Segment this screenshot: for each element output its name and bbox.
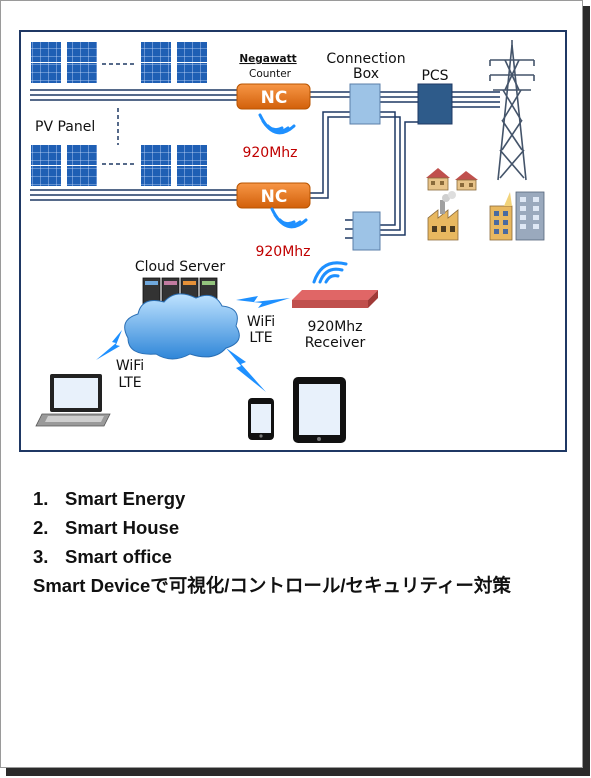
nc-top-label: NC <box>261 88 288 108</box>
solar-panel-icon <box>141 145 171 186</box>
solar-panel-icon <box>177 145 207 186</box>
wifi-label-left: WiFi <box>116 358 144 374</box>
cloud-server-icon <box>124 277 240 360</box>
wireless-wave-icon <box>270 207 308 229</box>
connection-box-top <box>349 83 381 125</box>
list-item-number: 3. <box>33 546 49 567</box>
page-shadow-right <box>583 6 590 774</box>
connection-box-bottom <box>352 211 381 251</box>
frequency-label-bottom: 920Mhz <box>255 244 310 260</box>
pv-panel-label: PV Panel <box>35 119 95 135</box>
smartphone-icon <box>248 398 274 440</box>
counter-label: Counter <box>249 68 292 80</box>
cloud-server-label: Cloud Server <box>135 259 226 275</box>
power-wiring <box>310 91 500 239</box>
page-shadow-bottom <box>6 768 590 776</box>
receiver-frequency-label: 920Mhz <box>307 319 362 335</box>
solar-panel-row-top <box>31 42 207 83</box>
smart-grid-diagram: NC NC Negawatt Counter Connection Box PC… <box>19 30 567 452</box>
solar-panel-icon <box>141 42 171 83</box>
box-label: Box <box>353 66 379 82</box>
list-item-text: Smart office <box>65 546 172 567</box>
solar-panel-icon <box>67 42 97 83</box>
list-item-text: Smart House <box>65 517 180 538</box>
tablet-icon <box>293 377 346 443</box>
list-item: 3. Smart office <box>33 542 573 571</box>
house-icon <box>455 171 478 191</box>
wireless-link-icon <box>96 296 290 392</box>
negawatt-counter-top: NC <box>236 83 311 110</box>
wireless-wave-icon <box>312 261 348 284</box>
transmission-tower-icon <box>489 40 535 181</box>
house-icon <box>426 168 450 191</box>
feature-list: 1. Smart Energy 2. Smart House 3. Smart off… <box>33 484 573 600</box>
connection-label: Connection <box>326 51 405 67</box>
negawatt-counter-bottom: NC <box>236 182 311 209</box>
solar-panel-row-bottom <box>31 145 207 186</box>
solar-panel-icon <box>177 42 207 83</box>
wireless-wave-icon <box>258 113 296 135</box>
lte-label-left: LTE <box>118 375 141 391</box>
lte-label-right: LTE <box>249 330 272 346</box>
solar-panel-icon <box>67 145 97 186</box>
receiver-icon <box>292 290 378 308</box>
negawatt-label: Negawatt <box>239 53 296 65</box>
list-item-number: 2. <box>33 517 49 538</box>
office-building-icon <box>489 191 545 241</box>
solar-panel-icon <box>31 42 61 83</box>
list-item-text: Smart Energy <box>65 488 186 509</box>
summary-text: Smart Deviceで可視化/コントロール/セキュリティー対策 <box>33 575 511 596</box>
list-item: 1. Smart Energy <box>33 484 573 513</box>
laptop-icon <box>35 374 111 427</box>
panel-wiring <box>30 89 237 201</box>
pcs-box <box>417 83 453 125</box>
wifi-label-right: WiFi <box>247 314 275 330</box>
list-item: 2. Smart House <box>33 513 573 542</box>
frequency-label-top: 920Mhz <box>242 145 297 161</box>
pcs-label: PCS <box>421 68 448 84</box>
solar-panel-icon <box>31 145 61 186</box>
factory-icon <box>427 191 459 241</box>
list-item-number: 1. <box>33 488 49 509</box>
nc-bottom-label: NC <box>261 187 288 207</box>
receiver-label: Receiver <box>305 335 366 351</box>
